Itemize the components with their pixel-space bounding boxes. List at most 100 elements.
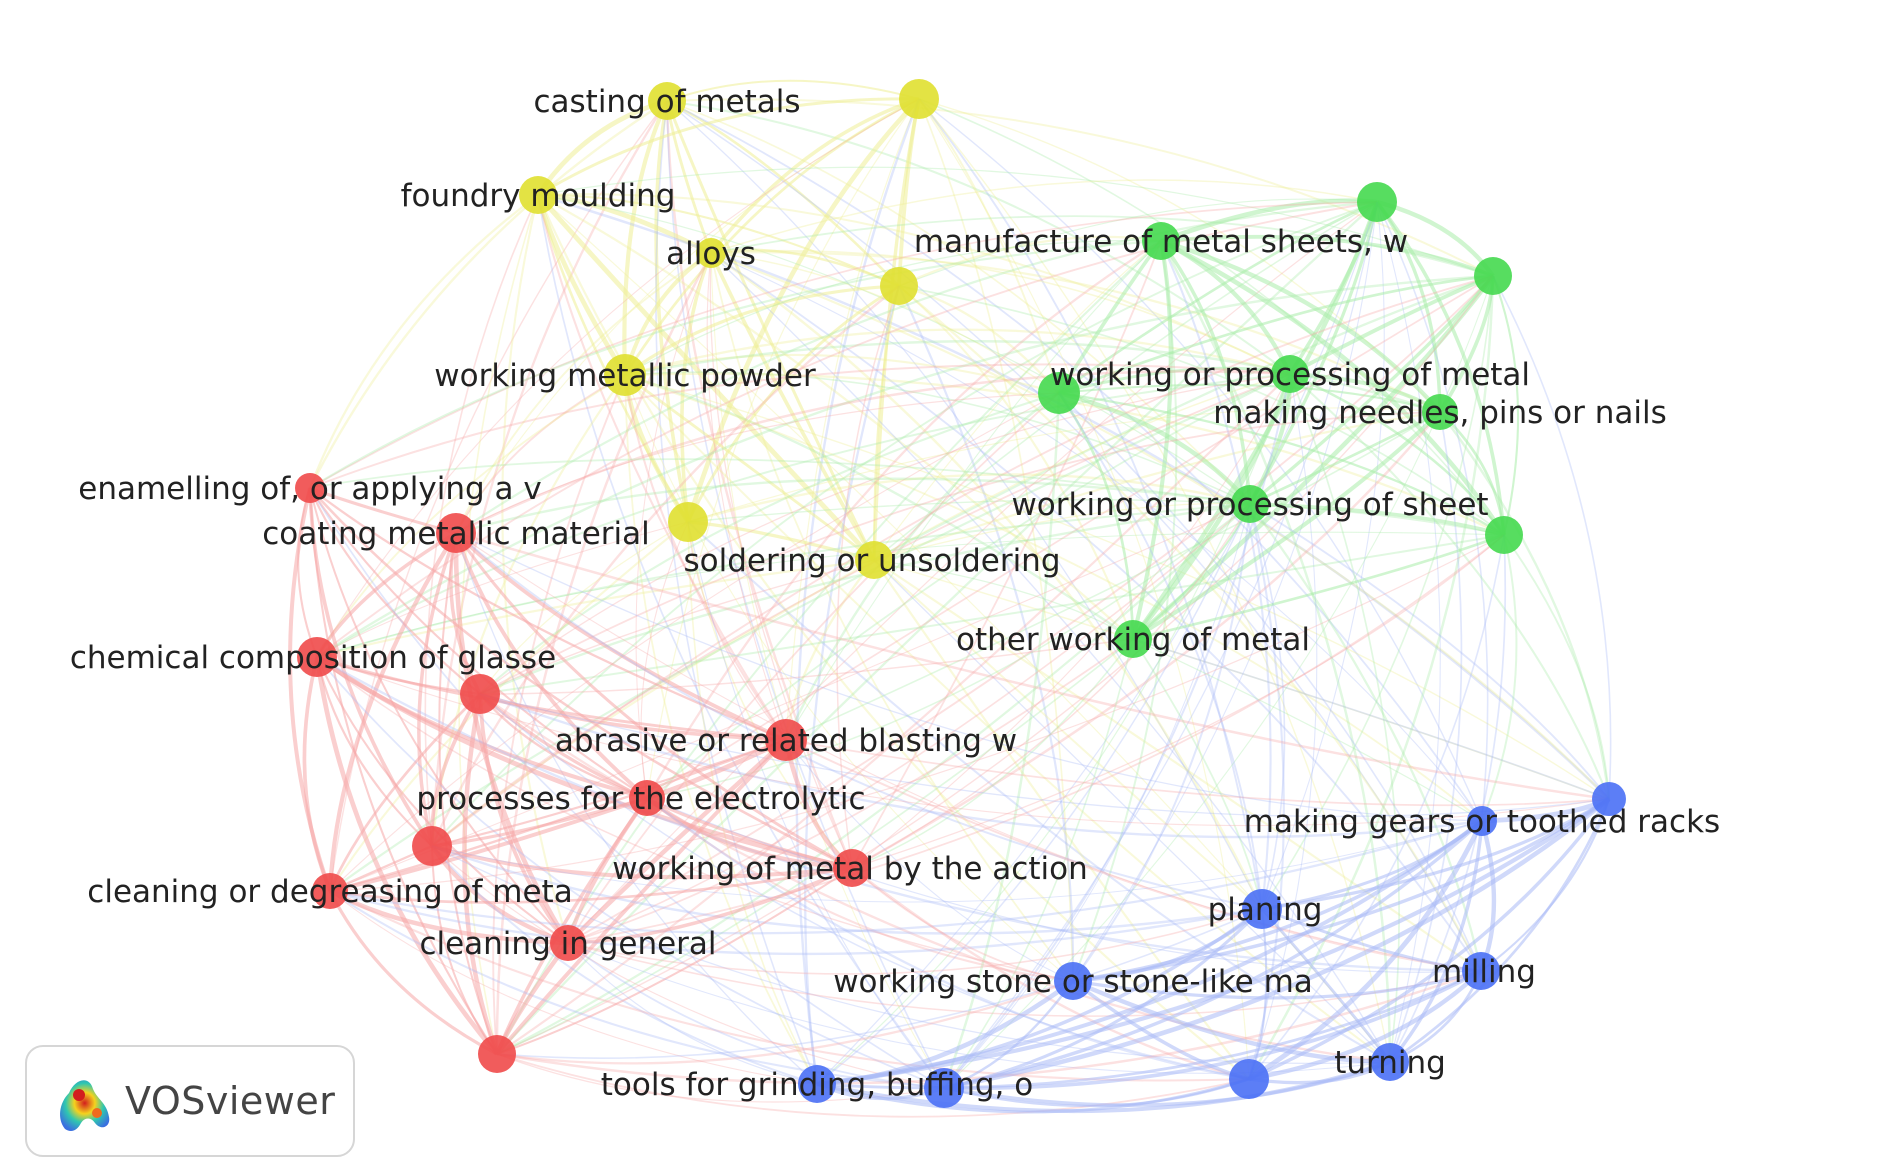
node-turning[interactable] [1371,1043,1409,1081]
link [665,100,876,561]
node-r-mid[interactable] [460,674,500,714]
node-alloys[interactable] [696,238,726,268]
node-gears[interactable] [1467,806,1497,836]
link [710,252,1074,982]
link [329,819,1483,935]
node-cleaning[interactable] [550,925,586,961]
node-enamelling[interactable] [295,473,325,503]
node-sheets[interactable] [1142,222,1180,260]
link [1058,390,1252,506]
node-casting[interactable] [648,82,686,120]
link [1131,274,1495,641]
node-r-left[interactable] [412,826,452,866]
node-y-mid[interactable] [880,267,918,305]
node-b-bottom[interactable] [1229,1059,1269,1099]
node-coating[interactable] [436,513,476,553]
vosviewer-logo[interactable]: VOSviewer [25,1045,355,1157]
node-label-enamelling: enamelling of, or applying a v [78,471,541,507]
node-needles[interactable] [1422,394,1458,430]
node-b-right[interactable] [1592,782,1626,816]
node-planing[interactable] [1242,889,1282,929]
link [624,284,900,377]
link [1072,503,1251,982]
link [918,98,1060,394]
link [1058,391,1505,536]
link [873,559,1134,640]
node-g-right2[interactable] [1485,516,1523,554]
node-y-low[interactable] [668,502,708,542]
link [309,458,1251,505]
node-grinding[interactable] [798,1065,836,1103]
node-electrolytic[interactable] [629,780,665,816]
link [623,374,787,741]
link [816,503,1251,1085]
node-label-turning: turning [1334,1045,1446,1081]
link [536,194,1250,1080]
node-glass[interactable] [297,637,337,677]
link [455,532,1263,910]
link [943,201,1378,1089]
node-action[interactable] [833,849,871,887]
link [328,889,569,946]
node-degreasing[interactable] [312,873,348,909]
link [687,521,945,1089]
link [308,194,539,489]
node-label-casting: casting of metals [533,84,800,120]
node-g-right[interactable] [1474,257,1512,295]
node-r-bottom[interactable] [478,1035,516,1073]
node-milling[interactable] [1462,952,1500,990]
node-powder[interactable] [604,354,646,396]
node-label-powder: working metallic powder [434,358,816,394]
node-label-electrolytic: processes for the electrolytic [416,781,865,817]
link [1289,372,1506,536]
nodes-layer [295,79,1626,1108]
link [1503,534,1610,800]
link [624,374,1483,822]
vosviewer-logo-text: VOSviewer [125,1079,336,1123]
node-foundry[interactable] [519,176,557,214]
link [430,285,900,847]
node-abrasive[interactable] [765,719,807,761]
link [479,411,1441,695]
link [1388,820,1484,1064]
link [496,201,1378,1055]
node-g-proc-left[interactable] [1038,372,1080,414]
link [687,473,1251,524]
link [537,193,900,287]
link [455,392,1060,534]
link [537,194,945,1089]
link [495,252,713,1055]
link [1249,503,1286,910]
link [655,100,818,1085]
link [918,98,1391,1063]
link [816,797,1611,1087]
link [785,411,1441,741]
link [316,521,689,658]
link [873,240,1162,561]
link [898,285,1505,536]
link [706,252,787,741]
node-processing-sheet[interactable] [1231,485,1269,523]
link [1376,201,1489,822]
link [1058,383,1441,414]
node-y-top[interactable] [899,79,939,119]
link [898,198,1378,287]
node-soldering[interactable] [855,541,893,579]
node-g-top[interactable] [1357,182,1397,222]
node-processing-metal[interactable] [1271,355,1309,393]
node-stone[interactable] [1054,962,1092,1000]
link [898,285,1482,972]
node-label-stone: working stone or stone-like ma [833,964,1313,1000]
link [918,98,1505,536]
link [624,373,1134,640]
link [567,866,853,945]
link [943,969,1482,1091]
node-b-bottom2[interactable] [924,1068,964,1108]
node-other-working[interactable] [1114,620,1152,658]
link [943,907,1264,1090]
link [431,844,853,880]
link [873,559,1263,910]
link [795,98,921,1085]
link [479,521,689,695]
link [1492,275,1520,536]
